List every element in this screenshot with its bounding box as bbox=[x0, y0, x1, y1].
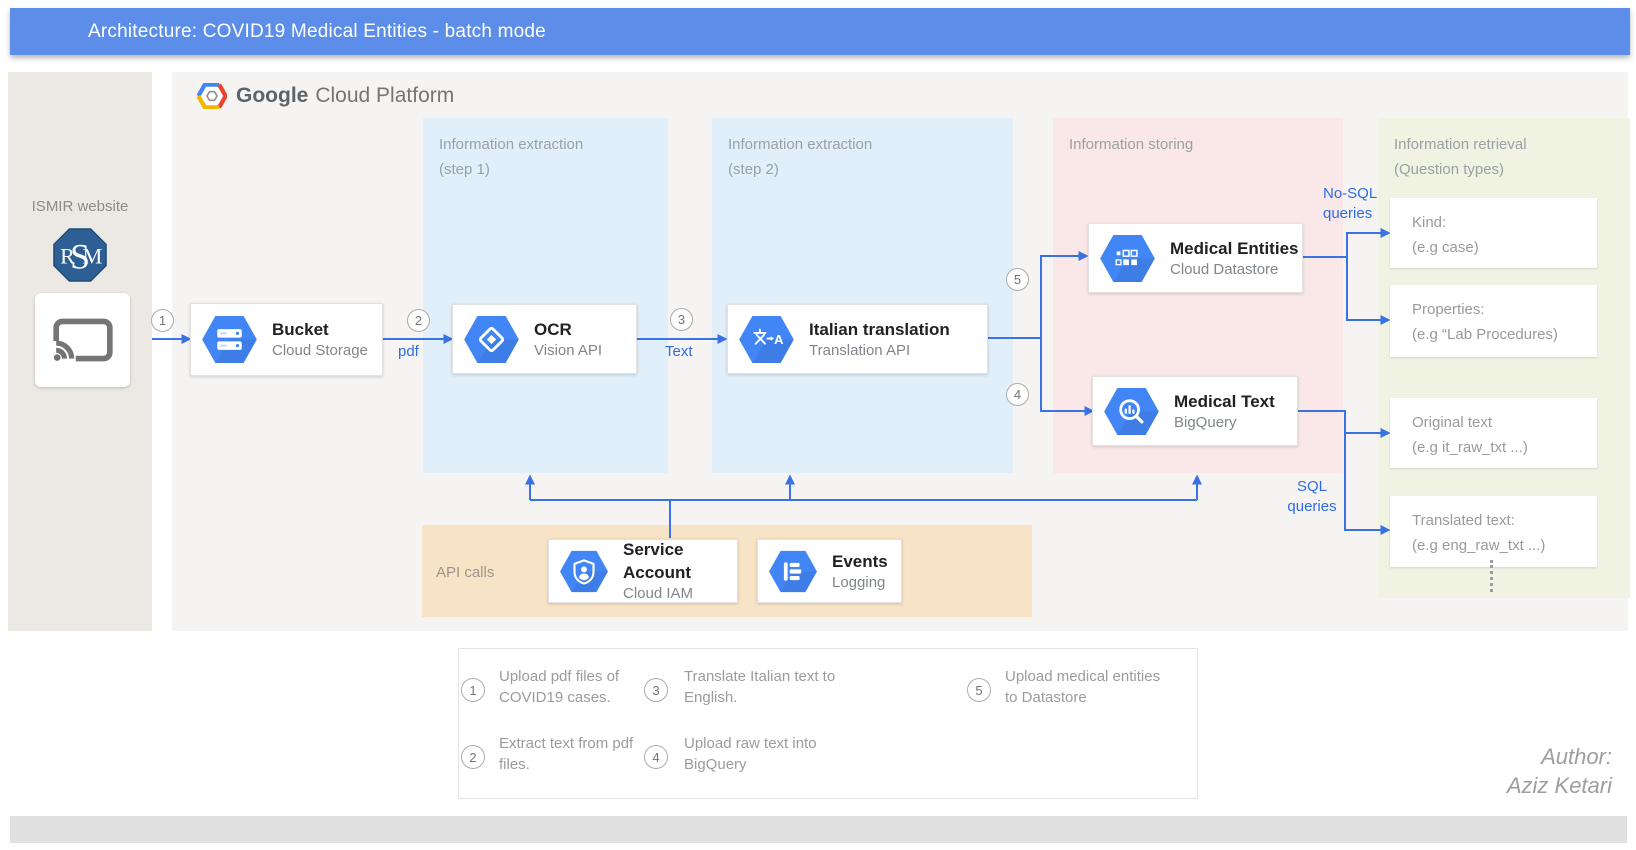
legend-step-3-text: Translate Italian text to English. bbox=[684, 668, 836, 706]
service-bucket-subtitle: Cloud Storage bbox=[272, 342, 368, 359]
cloud-storage-icon bbox=[202, 315, 257, 364]
edge-step-5-badge: 5 bbox=[1006, 268, 1029, 291]
legend-step-5-badge: 5 bbox=[967, 678, 991, 702]
service-ocr-title: OCR bbox=[534, 319, 572, 339]
legend-step-1-badge: 1 bbox=[461, 678, 485, 702]
edge-label-nosql-queries: No-SQL queries bbox=[1323, 185, 1378, 222]
service-translation-subtitle: Translation API bbox=[809, 341, 911, 359]
panel-storing-title: Information storing bbox=[1069, 136, 1194, 153]
svg-text:M: M bbox=[83, 244, 103, 269]
edge-step-3-badge: 3 bbox=[670, 308, 693, 331]
question-card-translated-text-example: (e.g eng_raw_txt ...) bbox=[1412, 537, 1546, 554]
vision-api-icon bbox=[464, 315, 519, 363]
panel-step1-title: Information extraction bbox=[439, 136, 584, 153]
ismir-website-label: ISMIR website bbox=[31, 198, 129, 215]
service-ocr: OCR Vision API bbox=[452, 304, 637, 374]
question-card-properties-example: (e.g “Lab Procedures) bbox=[1412, 326, 1558, 343]
translation-api-icon: A bbox=[739, 315, 794, 363]
service-events-title: Events bbox=[832, 551, 888, 571]
bigquery-icon bbox=[1104, 387, 1159, 435]
service-medical-text: Medical Text BigQuery bbox=[1092, 376, 1298, 446]
edge-label-pdf: pdf bbox=[398, 343, 419, 360]
edge-label-text: Text bbox=[665, 343, 693, 360]
cast-icon bbox=[52, 318, 113, 362]
panel-information-extraction-step2: Information extraction (step 2) bbox=[712, 118, 1013, 473]
svg-text:A: A bbox=[774, 332, 784, 347]
legend-box bbox=[458, 648, 1198, 799]
edge-label-sql-queries: SQL queries bbox=[1287, 478, 1337, 515]
question-card-translated-text: Translated text: (e.g eng_raw_txt ...) bbox=[1390, 496, 1597, 567]
edge-step-4-badge: 4 bbox=[1006, 383, 1029, 406]
panel-retrieval-title: Information retrieval bbox=[1394, 136, 1527, 153]
service-service-account: Service Account Cloud IAM bbox=[548, 539, 738, 603]
legend-step-3-badge: 3 bbox=[644, 678, 668, 702]
legend-step-4-text: Upload raw text into BigQuery bbox=[684, 735, 817, 773]
question-card-kind-title: Kind: bbox=[1412, 214, 1447, 231]
service-medical-entities: Medical Entities Cloud Datastore bbox=[1088, 223, 1303, 293]
panel-retrieval-subtitle: (Question types) bbox=[1394, 161, 1505, 178]
service-ocr-subtitle: Vision API bbox=[534, 341, 603, 359]
diagram-title: Architecture: COVID19 Medical Entities -… bbox=[88, 20, 546, 42]
gcp-logo-google: Google bbox=[236, 84, 309, 107]
legend-step-2-text: Extract text from pdf files. bbox=[499, 735, 634, 773]
gcp-logo-cloud-platform: Cloud Platform bbox=[315, 84, 455, 107]
ismir-website-panel: ISMIR website R M S bbox=[8, 72, 152, 631]
service-translation-title: Italian translation bbox=[809, 319, 950, 339]
legend-step-4-badge: 4 bbox=[644, 745, 668, 769]
edge-step-1-badge: 1 bbox=[151, 309, 174, 332]
ism-octagon-logo: R M S bbox=[53, 228, 107, 282]
logging-icon bbox=[769, 550, 817, 592]
service-events-subtitle: Logging bbox=[832, 573, 886, 591]
service-medical-text-title: Medical Text bbox=[1174, 391, 1275, 411]
iam-icon bbox=[560, 550, 608, 592]
question-card-translated-text-title: Translated text: bbox=[1412, 512, 1515, 529]
panel-information-extraction-step1: Information extraction (step 1) bbox=[423, 118, 668, 473]
service-medical-text-subtitle: BigQuery bbox=[1174, 413, 1237, 431]
author-credit: Author: Aziz Ketari bbox=[1506, 744, 1612, 798]
datastore-icon bbox=[1100, 234, 1155, 282]
svg-text:S: S bbox=[70, 237, 90, 277]
diagram-title-bar: Architecture: COVID19 Medical Entities -… bbox=[10, 8, 1630, 55]
panel-step2-title: Information extraction bbox=[728, 136, 873, 153]
service-medical-entities-title: Medical Entities bbox=[1170, 238, 1299, 258]
service-service-account-title: Service Account bbox=[623, 540, 691, 582]
service-events: Events Logging bbox=[757, 539, 902, 603]
question-card-kind: Kind: (e.g case) bbox=[1390, 198, 1597, 268]
gcp-hexagon-icon bbox=[197, 83, 227, 109]
question-card-properties-title: Properties: bbox=[1412, 301, 1485, 318]
question-card-original-text: Original text (e.g it_raw_txt ...) bbox=[1390, 398, 1597, 468]
more-cards-ellipsis bbox=[1490, 560, 1493, 592]
service-service-account-subtitle: Cloud IAM bbox=[623, 585, 694, 602]
legend-step-5-text: Upload medical entities to Datastore bbox=[1005, 668, 1161, 706]
svg-text:R: R bbox=[60, 244, 75, 269]
panel-step1-subtitle: (step 1) bbox=[439, 161, 490, 178]
service-bucket-title: Bucket bbox=[272, 320, 329, 339]
question-card-original-text-example: (e.g it_raw_txt ...) bbox=[1412, 439, 1528, 456]
edge-step-2-badge: 2 bbox=[407, 309, 430, 332]
cast-icon-card bbox=[35, 293, 130, 387]
legend-step-1-text: Upload pdf files of COVID19 cases. bbox=[499, 668, 620, 706]
service-medical-entities-subtitle: Cloud Datastore bbox=[1170, 260, 1279, 278]
service-italian-translation: A Italian translation Translation API bbox=[727, 304, 988, 374]
legend-step-2-badge: 2 bbox=[461, 745, 485, 769]
api-calls-label: API calls bbox=[436, 564, 495, 581]
bottom-bar bbox=[10, 816, 1627, 843]
question-card-original-text-title: Original text bbox=[1412, 414, 1493, 431]
question-card-kind-example: (e.g case) bbox=[1412, 239, 1479, 256]
gcp-logo: Google Cloud Platform bbox=[197, 83, 454, 109]
panel-step2-subtitle: (step 2) bbox=[728, 161, 779, 178]
question-card-properties: Properties: (e.g “Lab Procedures) bbox=[1390, 285, 1597, 357]
service-bucket: Bucket Cloud Storage bbox=[190, 303, 383, 376]
